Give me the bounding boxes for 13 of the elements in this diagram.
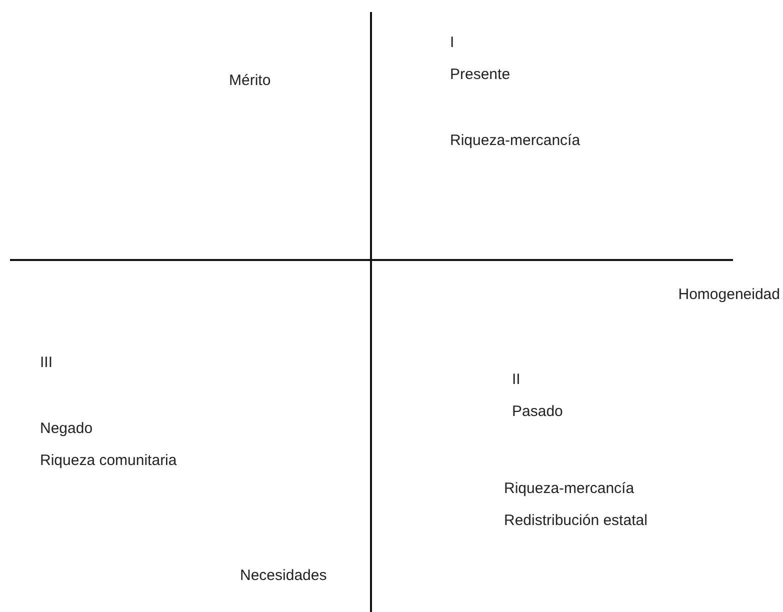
axis-label: II	[512, 371, 520, 389]
axis-label: Homogeneidad	[678, 286, 780, 304]
axis-label: Necesidades	[240, 567, 327, 585]
axis-label: Riqueza comunitaria	[40, 452, 177, 470]
axis-label: Presente	[450, 66, 510, 84]
axis-label: Redistribución estatal	[504, 512, 648, 530]
axis-label: III	[40, 354, 53, 372]
axis-label: Riqueza-mercancía	[450, 132, 580, 150]
axis-label: Mérito	[229, 72, 271, 90]
axis-label: Pasado	[512, 403, 563, 421]
axis-label: I	[450, 34, 454, 52]
axis-label: Negado	[40, 420, 93, 438]
axis-label: Riqueza-mercancía	[504, 480, 634, 498]
